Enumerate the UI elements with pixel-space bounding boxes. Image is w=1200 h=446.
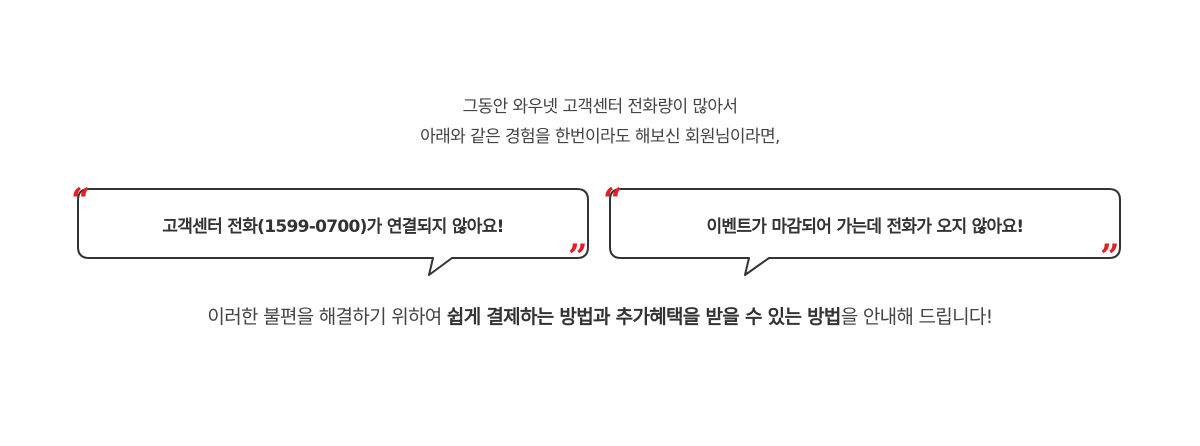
intro-line-2: 아래와 같은 경험을 한번이라도 해보신 회원님이라면, bbox=[420, 127, 780, 147]
speech-bubble-call-not-connected: “ 고객센터 전화(1599-0700)가 연결되지 않아요! ” bbox=[71, 184, 589, 276]
speech-bubble-outline bbox=[609, 188, 1121, 276]
closing-text-part-2: 을 안내해 드립니다! bbox=[840, 306, 994, 328]
closing-text-part-1: 이러한 불편을 해결하기 위하여 bbox=[207, 306, 447, 328]
bubble-text-1: 고객센터 전화(1599-0700)가 연결되지 않아요! bbox=[162, 217, 504, 237]
intro-text: 그동안 와우넷 고객센터 전화량이 많아서 아래와 같은 경험을 한번이라도 해… bbox=[0, 92, 1200, 152]
closing-text-highlight: 쉽게 결제하는 방법과 추가혜택을 받을 수 있는 방법 bbox=[446, 306, 841, 328]
quote-close-icon: ” bbox=[1100, 237, 1120, 277]
closing-message: 이러한 불편을 해결하기 위하여 쉽게 결제하는 방법과 추가혜택을 받을 수 … bbox=[0, 303, 1200, 331]
quote-open-icon: “ bbox=[71, 181, 91, 221]
quote-open-icon: “ bbox=[603, 181, 623, 221]
bubble-text-2: 이벤트가 마감되어 가는데 전화가 오지 않아요! bbox=[706, 217, 1024, 237]
speech-bubble-outline bbox=[77, 188, 589, 276]
quote-close-icon: ” bbox=[568, 237, 588, 277]
intro-line-1: 그동안 와우넷 고객센터 전화량이 많아서 bbox=[462, 97, 739, 117]
speech-bubble-no-callback: “ 이벤트가 마감되어 가는데 전화가 오지 않아요! ” bbox=[603, 184, 1121, 276]
